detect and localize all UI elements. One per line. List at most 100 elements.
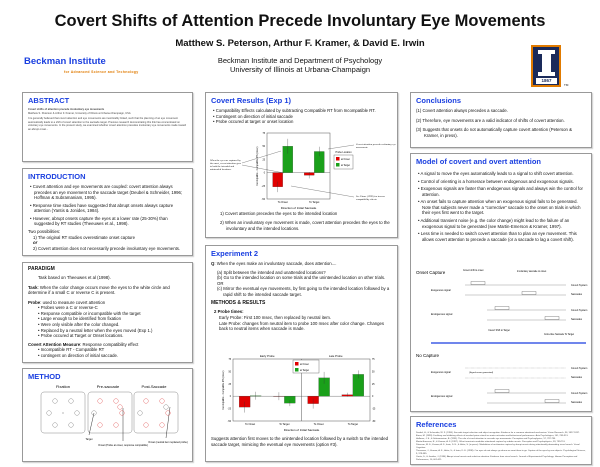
display-circle (113, 398, 119, 404)
label-target: Target (86, 438, 93, 441)
onset-capture-label: Onset Capture (416, 270, 446, 275)
y-axis-label: Incompatible - Compatible RTs (msec) (222, 370, 225, 409)
option-item: (a) Split between the intended and unatt… (217, 269, 326, 275)
list-item: Contingent on direction of initial sacca… (211, 114, 392, 120)
display-circle (137, 410, 143, 416)
display-circle (113, 422, 119, 428)
event-box (494, 389, 510, 393)
option-item: (c) Mirror the eventual eye movements, b… (217, 286, 390, 297)
y-tick-label-right: 0 (372, 396, 374, 398)
x-tick-label: To Target (279, 423, 290, 426)
y-tick-label-right: -25 (372, 409, 376, 411)
onset-circle (163, 404, 169, 410)
list-item: Incompatible RT - Compatible RT (28, 347, 187, 353)
late-probe-text: Late Probe: changes from neutral item to… (219, 320, 385, 332)
pointer-line (88, 412, 95, 436)
list-item: Less time is needed to switch covert att… (416, 231, 586, 242)
option-item: (b) Go to the intended location on some … (217, 275, 386, 281)
reference-item: Hoffman, J. E., & Subramaniam, B. (1995)… (416, 437, 556, 440)
onset-circle (117, 404, 123, 410)
section-heading: PARADIGM (28, 266, 55, 272)
panel-title: Early Probe (260, 354, 275, 358)
beckman-logo-text: Beckman Institute (24, 56, 106, 67)
section-heading: METHOD (28, 372, 61, 381)
section-heading: ABSTRACT (28, 96, 70, 105)
legend-swatch (336, 157, 340, 161)
display-circle (159, 398, 165, 404)
reference-item: Eimer, M. (1999). Facilitory and inhibit… (416, 434, 569, 437)
finding-2: 2) When an involuntary eye movement is m… (220, 220, 390, 231)
section-heading: Covert Results (Exp 1) (211, 96, 292, 105)
finding-1: 1) Covert attention precedes the eyes to… (220, 211, 338, 216)
annotation-pointer (327, 144, 355, 150)
list-item: A signal to move the eyes automatically … (416, 171, 586, 177)
post-saccade-panel (133, 391, 179, 434)
event-box (544, 316, 560, 320)
list-item: Probes were a C or reverse-C (28, 305, 187, 311)
legend-box (292, 359, 320, 374)
pre-saccade-panel (87, 391, 133, 434)
annotation-left: When the eyes are captured by the onset,… (210, 159, 241, 171)
y-tick-label: 50 (262, 146, 265, 148)
label: Covert System (571, 367, 587, 370)
y-axis-label: Incompatible - Compatible RTs (msec) (256, 146, 259, 185)
text: 1) The original RT studies overestimate … (33, 234, 135, 240)
display-circle (159, 422, 165, 428)
fixation-point (62, 412, 64, 414)
legend-swatch (295, 362, 299, 366)
question: Q: When the eyes make an involuntary sac… (211, 261, 337, 266)
reference-item: Deubel, H., & Schneider, W. X. (1996). S… (416, 432, 580, 434)
y-tick-label: 0 (264, 173, 266, 175)
label: Endogenous signal (431, 395, 453, 398)
y-tick-label: -50 (228, 421, 232, 423)
label: Exogenous signal (431, 289, 451, 292)
label: Involuntary saccade to onset (517, 270, 547, 273)
x-tick-label: To Onset (314, 423, 324, 426)
y-tick-label: 25 (262, 159, 265, 161)
method-diagram: Fixation Pre-saccade Post-Saccade Target… (40, 384, 188, 447)
early-probe-text: Early Probe: First 100 msec, then replac… (219, 315, 332, 321)
conclusion-item: (2) Therefore, eye movements are a valid… (416, 117, 565, 123)
section-heading: INTRODUCTION (28, 172, 86, 181)
label: Covert System (571, 309, 587, 312)
abstract-subtitle: Covert shifts of attention precede invol… (28, 108, 105, 111)
y-tick-label-right: 75 (372, 359, 375, 361)
label: Saccades (571, 293, 583, 296)
event-box (544, 399, 560, 403)
paradigm-section: PARADIGM Task based on Theeuwes et al (1… (22, 262, 193, 363)
method-section: METHOD Fixation Pre-saccade Post-Saccade… (22, 368, 193, 462)
panel-title: Late Probe (329, 354, 343, 358)
measure-text: Covert Attention Measure: Response compa… (28, 341, 139, 347)
y-tick-label: 75 (262, 133, 265, 135)
abstract-section: ABSTRACT Covert shifts of attention prec… (22, 92, 193, 162)
list-item: Large enough to be identified from fixat… (28, 316, 187, 322)
section-heading: Experiment 2 (211, 249, 259, 258)
label: Exogenous signal (431, 371, 451, 374)
y-tick-label: 25 (228, 384, 231, 386)
list-item: However, abrupt onsets capture the eyes … (28, 216, 187, 227)
conclusions-section: Conclusions (1) Covert attention always … (410, 92, 592, 148)
display-circle (143, 422, 149, 428)
list-item: Exogenous signals are faster than endoge… (416, 186, 586, 197)
display-circle (74, 410, 80, 416)
task-text: Task: When the color change occurs move … (28, 284, 170, 296)
label: Saccades (571, 401, 583, 404)
label-onset-probe: Onset (Probe at onset, response compatib… (98, 444, 148, 447)
authors: Matthew S. Peterson, Arthur F. Kramer, &… (175, 38, 425, 49)
list-item: Response time studies have suggested tha… (28, 203, 187, 214)
text: 2) Covert attention does not necessarily… (33, 245, 181, 251)
annotation-bottom: See Eimer (1999) for inverse compatibili… (356, 195, 385, 201)
list-item: Control of orienting is a horserace betw… (416, 179, 586, 185)
label-onset-neutral: Onset (neutral item replaced probe) (148, 441, 188, 444)
annotation-pointer (241, 150, 282, 164)
trademark: TM (564, 83, 569, 87)
x-tick-label: To Target (348, 423, 359, 426)
introduction-section: INTRODUCTION Covert attention and eye mo… (22, 168, 193, 256)
annotation-right: Covert attention precedes voluntary eye … (356, 143, 396, 149)
section-heading: Model of covert and overt attention (416, 157, 542, 166)
y-tick-label: 0 (230, 396, 232, 398)
display-circle (143, 398, 149, 404)
